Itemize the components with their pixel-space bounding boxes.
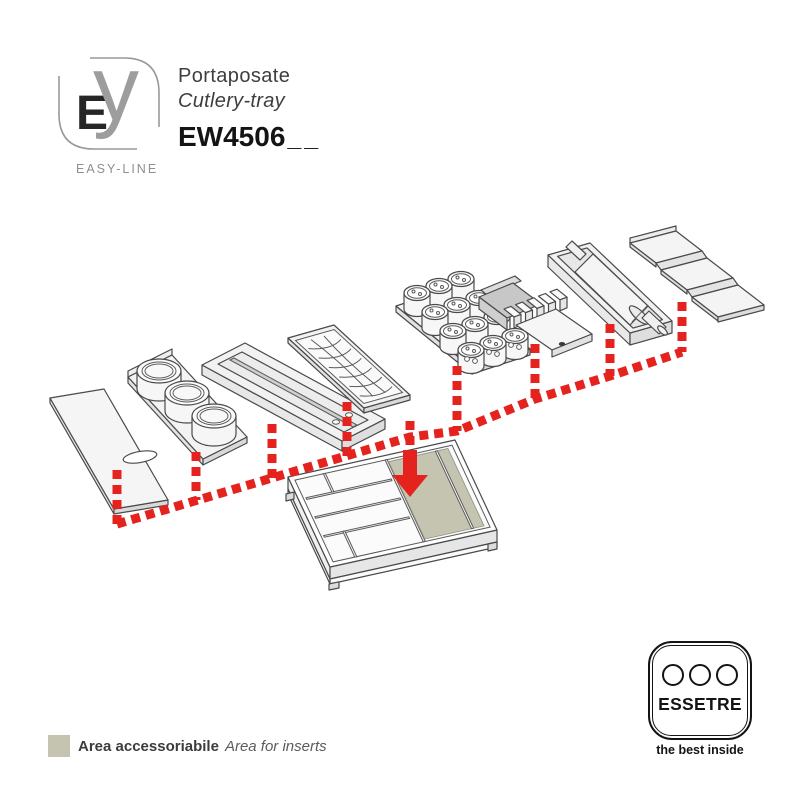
product-title-english: Cutlery-tray bbox=[178, 90, 285, 112]
legend-label-english: Area for inserts bbox=[224, 737, 327, 755]
connection-path bbox=[112, 302, 687, 529]
insert-area-swatch bbox=[48, 735, 70, 757]
logo-frame-icon bbox=[58, 57, 160, 150]
legend-label-italian: Area accessoriabile bbox=[78, 737, 219, 755]
cutlery-tray-illustration bbox=[285, 439, 498, 591]
spice-jars-insert-illustration bbox=[395, 270, 531, 375]
insert-arrow bbox=[392, 450, 428, 497]
logo-letter-e: E bbox=[76, 87, 109, 140]
legend: Area accessoriabile Area for inserts bbox=[48, 735, 327, 757]
product-title-italian: Portaposate bbox=[178, 65, 291, 87]
knife-slots bbox=[503, 288, 568, 329]
easy-line-logo: E y EASY-LINE bbox=[52, 43, 166, 176]
model-code-text: EW4506 bbox=[178, 121, 286, 152]
essetre-logo: ESSETRE bbox=[648, 641, 752, 740]
rolling-pin-insert-illustration bbox=[547, 240, 673, 346]
logo-subtitle: EASY-LINE bbox=[76, 162, 159, 176]
cutting-board-illustration bbox=[49, 388, 169, 515]
title-block: Portaposate Cutlery-tray EW4506__ bbox=[178, 64, 321, 153]
essetre-tagline: the best inside bbox=[656, 743, 744, 757]
tray-compartments bbox=[305, 472, 411, 558]
model-code: EW4506__ bbox=[178, 122, 321, 153]
spice-jars bbox=[403, 270, 529, 375]
groove-insert-illustration bbox=[201, 342, 386, 452]
essetre-circles-icon bbox=[653, 664, 747, 686]
round-jars-insert-illustration bbox=[127, 348, 248, 466]
step-insert-illustration bbox=[629, 225, 765, 323]
essetre-brand-name: ESSETRE bbox=[658, 694, 742, 714]
knife-block-insert-illustration bbox=[478, 275, 593, 358]
essetre-logo-inner-border: ESSETRE bbox=[652, 645, 748, 736]
model-code-suffix: __ bbox=[287, 124, 322, 152]
logo-letter-y: y bbox=[93, 38, 139, 140]
wave-grid-insert-illustration bbox=[287, 324, 411, 414]
